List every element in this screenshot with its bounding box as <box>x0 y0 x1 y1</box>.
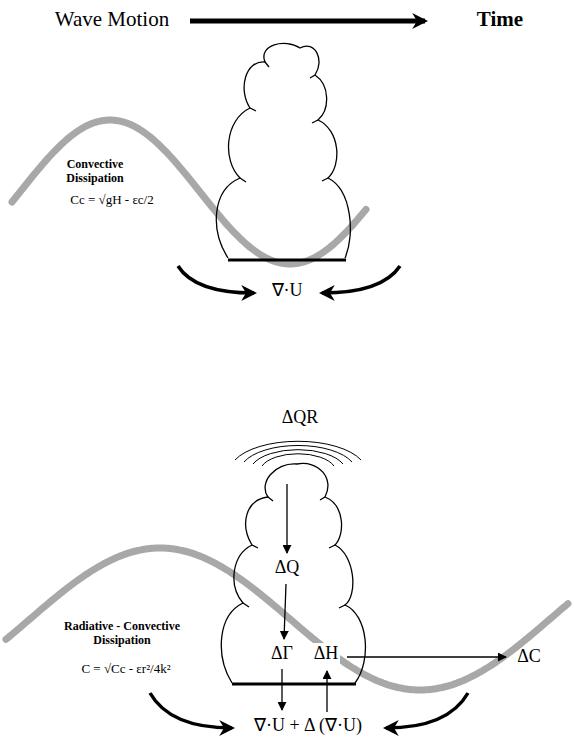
formula: Cc = √gH - εc/2 <box>70 193 153 208</box>
axis-label: Wave Motion <box>55 7 169 31</box>
quantity-label: ΔΓ <box>269 643 295 664</box>
wave-curve <box>6 548 568 690</box>
process-label: Convective Dissipation <box>55 158 135 186</box>
cloud-ticks <box>240 62 328 182</box>
radiation-label: ΔQR <box>282 407 319 428</box>
quantity-label: ΔC <box>517 646 541 667</box>
quantity-label: ΔQ <box>273 557 302 578</box>
cloud-base <box>228 259 346 262</box>
formula: C = √Cc - εr²/4k² <box>81 662 170 677</box>
radiation-arcs <box>235 441 361 466</box>
convergence-arrow <box>150 693 232 728</box>
cloud-outline <box>216 43 350 258</box>
axis-label: Time <box>477 7 523 31</box>
cloud-outline <box>221 463 365 683</box>
convergence-arrow <box>386 693 468 728</box>
convergence-arrow <box>178 266 254 293</box>
divergence-label: ∇·U + Δ (∇·U) <box>254 715 362 736</box>
convergence-arrow <box>322 266 400 293</box>
process-arrows <box>282 484 506 712</box>
cloud-base <box>232 683 356 686</box>
wave-curve <box>12 120 366 264</box>
cloud-ticks <box>243 497 345 608</box>
time-arrow <box>190 19 425 24</box>
process-label: Radiative - Convective Dissipation <box>47 620 197 648</box>
divergence-label: ∇·U <box>272 280 303 301</box>
quantity-label: ΔH <box>312 643 341 664</box>
